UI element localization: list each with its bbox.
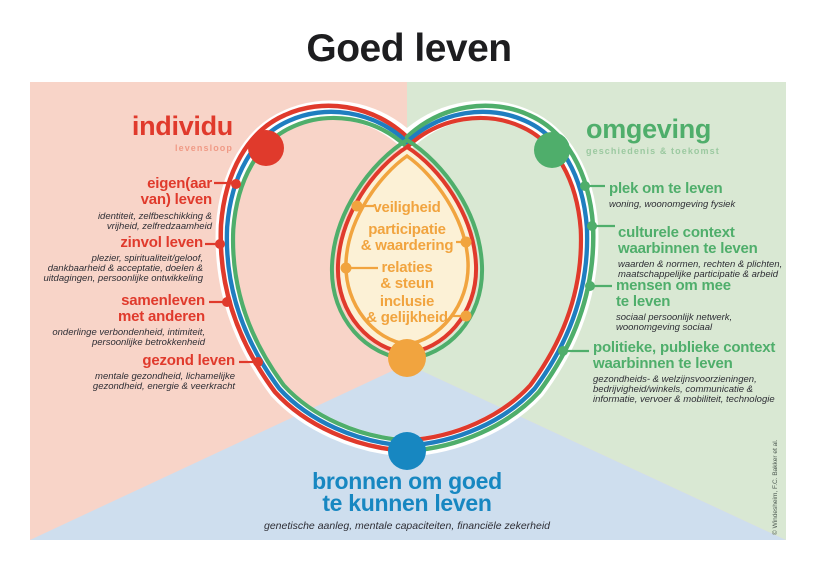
item-sub-line: mentale gezondheid, lichamelijke [95,371,235,382]
center-item-relaties-steun: relaties & steun [337,260,477,292]
label-dot [215,239,225,249]
label-dot [231,179,241,189]
item-sub-line: identiteit, zelfbeschikking & [97,211,212,222]
individu-subtitle: levensloop [174,143,233,153]
item-label-line: & gelijkheid [366,309,448,326]
item-label-line: te leven [616,293,671,310]
item-label-line: met anderen [118,308,205,325]
item-sub-line: maatschappelijke participatie & arbeid [618,268,779,280]
item-label-line: plek om te leven [609,180,723,197]
item-label-line: & steun [380,275,434,292]
item-sub-line: persoonlijke betrokkenheid [91,336,205,348]
individu-item-gezond-leven: gezond leven mentale gezondheid, lichame… [93,353,235,392]
heart-strand-blue-right [404,109,590,448]
heart-strand-red-left [218,103,410,454]
individu-item-zinvol-leven: zinvol leven plezier, spiritualiteit/gel… [44,235,204,283]
background-omgeving-region [407,82,786,540]
omgeving-header: omgeving geschiedenis & toekomst [586,114,720,157]
omgeving-item-mensen-om-mee-te-leven: mensen om mee te leven sociaal persoonli… [616,278,732,333]
individu-title: individu [131,111,233,141]
item-label-line: van) leven [140,191,213,208]
label-dot [460,310,472,322]
item-label-line: samenleven [121,292,205,309]
item-label-line: participatie [368,221,446,238]
item-label-line: veiligheid [373,199,441,216]
individu-header: individu levensloop [131,111,233,154]
omgeving-subtitle: geschiedenis & toekomst [586,146,720,156]
bronnen-subtitle: genetische aanleg, mentale capaciteiten,… [263,520,551,532]
heart-strand-green-left [230,115,410,443]
omgeving-title: omgeving [586,114,712,144]
item-label-line: & waardering [360,237,454,254]
omgeving-item-politieke-publieke-context: politieke, publieke context waarbinnen t… [593,340,775,404]
item-label-line: culturele context [618,224,735,241]
item-label-line: gezond leven [142,352,235,369]
omgeving-item-plek-om-te-leven: plek om te leven woning, woonomgeving fy… [609,181,735,210]
bronnen-title: bronnen om goed te kunnen leven [227,468,587,516]
item-label-line: inclusie [379,293,435,310]
heart-strand-green-right [404,103,596,454]
item-sub-line: waarden & normen, rechten & plichten, [618,259,783,270]
individu-item-samenleven-met-anderen: samenleven met anderen onderlinge verbon… [52,293,205,348]
item-sub-line: gezondheid, energie & veerkracht [92,380,235,392]
label-dot [253,357,263,367]
label-dot [585,281,595,291]
bronnen-node-dot [388,432,426,470]
item-sub-line: informatie, vervoer & mobiliteit, techno… [593,393,775,405]
item-sub-line: vrijheid, zelfredzaamheid [106,220,212,232]
item-sub-line: bedrijvigheid/winkels, communicatie & [593,383,753,395]
item-sub-line: sociaal persoonlijk netwerk, [616,312,733,323]
heart-strand-blue-left [224,109,410,448]
center-item-inclusie-gelijkheid: inclusie & gelijkheid [337,294,477,326]
label-dot [222,297,232,307]
item-label-line: mensen om mee [616,277,731,294]
item-label-line: waarbinnen te leven [618,240,758,257]
overlap-node-dot [388,339,426,377]
center-item-participatie-waardering: participatie & waardering [337,222,477,254]
page-title: Goed leven [306,27,512,70]
item-sub-line: uitdagingen, persoonlijke ontwikkeling [43,272,204,284]
label-dot [351,200,363,212]
item-sub-line: woonomgeving sociaal [616,321,713,333]
item-label-line: zinvol leven [120,234,203,251]
individu-node-dot [248,130,284,166]
center-item-veiligheid: veiligheid [337,200,477,216]
label-dots [215,179,597,367]
credit-note: © Windesheim, F.C. Bakker et al. [772,439,779,535]
item-sub-line: gezondheids- & welzijnsvoorzieningen, [593,374,757,385]
label-dot [460,236,472,248]
item-label-line: waarbinnen te leven [593,355,733,372]
item-label-line: eigen(aar [147,175,212,192]
item-label-line: relaties [381,259,433,276]
label-dot [558,346,568,356]
label-dot [340,262,352,274]
bronnen-title-line: te kunnen leven [322,490,492,516]
heart-strand-red-right [404,115,584,443]
item-sub-line: plezier, spiritualiteit/geloof, [91,253,203,264]
omgeving-node-dot [534,132,570,168]
label-dot [587,221,597,231]
bronnen-block: bronnen om goed te kunnen leven genetisc… [227,468,587,533]
item-sub-line: onderlinge verbondenheid, intimiteit, [52,327,205,338]
omgeving-item-culturele-context: culturele context waarbinnen te leven wa… [618,225,782,280]
bronnen-title-line: bronnen om goed [312,468,502,494]
item-sub-line: woning, woonomgeving fysiek [609,199,736,210]
label-dot [580,181,590,191]
item-label-line: politieke, publieke context [593,339,776,356]
individu-item-eigen-aar-van-leven: eigen(aar van) leven identiteit, zelfbes… [98,176,212,232]
item-sub-line: dankbaarheid & acceptatie, doelen & [47,262,203,274]
